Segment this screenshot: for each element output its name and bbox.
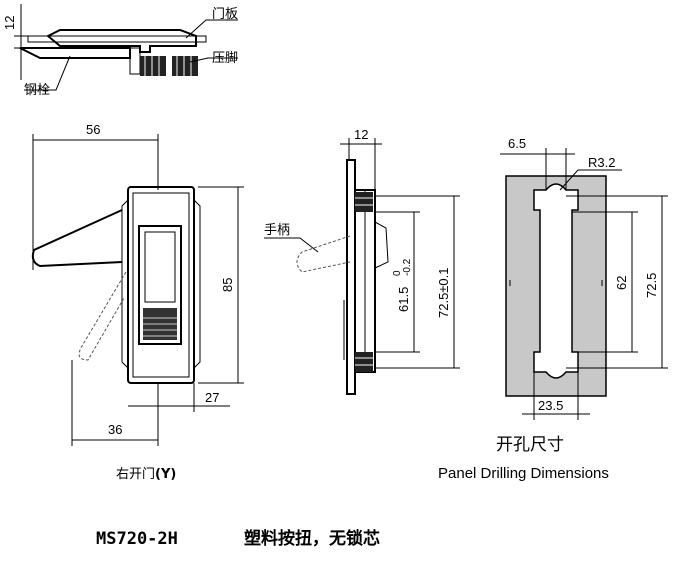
- cutout-slot: [533, 183, 579, 379]
- caption-right-door: 右开门: [116, 467, 155, 482]
- cutout-dim-6-5: 6.5: [508, 136, 526, 151]
- dim-61-5-tol-upper: 0: [392, 270, 403, 276]
- label-door-panel: 门板: [212, 7, 238, 22]
- dim-61-5-value: 61.5: [396, 287, 411, 312]
- front-caption: 右开门(Y): [116, 467, 176, 482]
- caption-suffix: (Y): [155, 467, 176, 482]
- top-view: 12 门板 压脚 钢栓: [2, 4, 238, 98]
- side-dim-12: 12: [354, 127, 368, 142]
- cutout-dim-62: 62: [614, 276, 629, 290]
- cutout-view: 6.5 R3.2 62 72.5 23.5 开孔尺寸 Panel Drillin…: [438, 136, 668, 482]
- cutout-title-en: Panel Drilling Dimensions: [438, 465, 609, 482]
- front-dim-27: 27: [205, 390, 219, 405]
- product-line: MS720-2H 塑料按扭，无锁芯: [96, 528, 380, 549]
- label-handle: 手柄: [264, 223, 290, 238]
- label-steel-bolt: 钢栓: [24, 83, 50, 98]
- side-dim-61-5: 61.5: [396, 287, 411, 312]
- product-model: MS720-2H: [96, 529, 178, 549]
- cutout-dim-72-5: 72.5: [644, 273, 659, 298]
- cutout-dim-r3-2: R3.2: [588, 155, 615, 170]
- front-dim-85: 85: [220, 278, 235, 292]
- press-foot-wheel: [140, 56, 198, 76]
- top-dim-12: 12: [2, 16, 17, 30]
- side-view: 12 手柄 61.5 0 -0.2 72.5±0.1: [264, 127, 460, 395]
- cutout-dim-23-5: 23.5: [538, 398, 563, 413]
- label-press-foot: 压脚: [212, 50, 238, 66]
- product-description: 塑料按扭，无锁芯: [244, 528, 380, 548]
- dim-61-5-tol-lower: -0.2: [402, 258, 413, 276]
- side-dim-72-5: 72.5±0.1: [436, 267, 451, 318]
- cutout-title-cn: 开孔尺寸: [496, 435, 564, 454]
- front-dim-36: 36: [108, 422, 122, 437]
- front-dim-56: 56: [86, 122, 100, 137]
- front-view: 56 85 27 36 右开: [31, 122, 244, 482]
